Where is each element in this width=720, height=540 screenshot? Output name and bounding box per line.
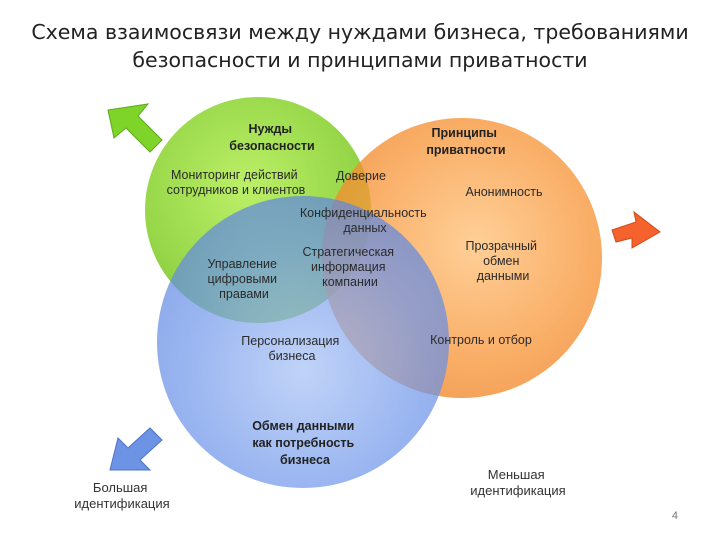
slide-title-line1: Схема взаимосвязи между нуждами бизнеса,… (31, 20, 689, 44)
data-exchange-title: Обмен данными как потребность бизнеса (252, 419, 358, 467)
label-transparent-exchange: Прозрачный обмен данными (466, 239, 541, 283)
privacy-principles-title: Принципы приватности (426, 126, 505, 157)
arrow-up-left-icon (107, 103, 163, 153)
label-drm: Управление цифровыми правами (207, 257, 280, 301)
circle-data-exchange (157, 196, 449, 488)
page-number: 4 (671, 510, 678, 522)
security-needs-title: Нужды безопасности (229, 122, 314, 153)
label-strategic-info: Стратегическая информация компании (302, 245, 397, 289)
label-more-identification: Большая идентификация (74, 480, 169, 511)
label-less-identification: Меньшая идентификация (470, 467, 565, 498)
label-trust: Доверие (336, 169, 386, 183)
arrow-right-icon (611, 210, 661, 249)
label-confidentiality: Конфиденциальность данных (300, 206, 430, 235)
arrow-down-left-icon (109, 427, 163, 471)
slide-title: Схема взаимосвязи между нуждами бизнеса,… (0, 18, 720, 74)
label-monitoring: Мониторинг действий сотрудников и клиент… (167, 168, 306, 197)
label-anonymity: Анонимность (465, 185, 542, 199)
label-control: Контроль и отбор (430, 333, 532, 347)
slide-title-line2: безопасности и принципами приватности (132, 48, 588, 72)
label-personalization: Персонализация бизнеса (241, 334, 342, 363)
